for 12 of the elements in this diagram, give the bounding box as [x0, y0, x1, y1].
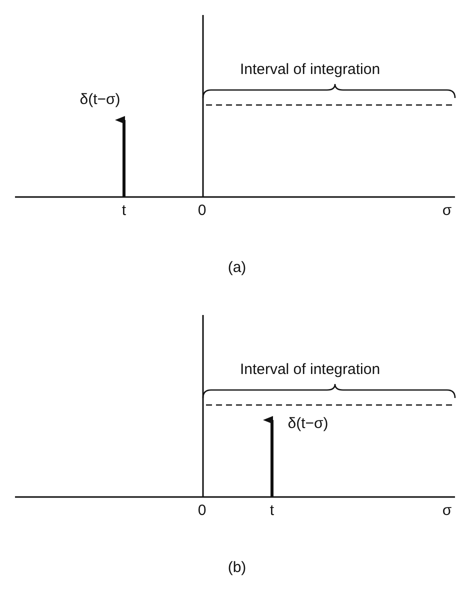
tick-label: t: [122, 202, 126, 220]
tick-label: 0: [198, 502, 206, 520]
tick-label: 0: [198, 202, 206, 220]
panel-label: (b): [228, 560, 246, 576]
interval-label: Interval of integration: [240, 362, 380, 378]
axis-label: σ: [442, 202, 452, 220]
interval-label: Interval of integration: [240, 62, 380, 78]
panel-label: (a): [228, 260, 246, 276]
axis-label: σ: [442, 502, 452, 520]
tick-label: t: [270, 502, 274, 520]
impulse-label: δ(t−σ): [288, 416, 328, 432]
impulse-label: δ(t−σ): [80, 92, 120, 108]
